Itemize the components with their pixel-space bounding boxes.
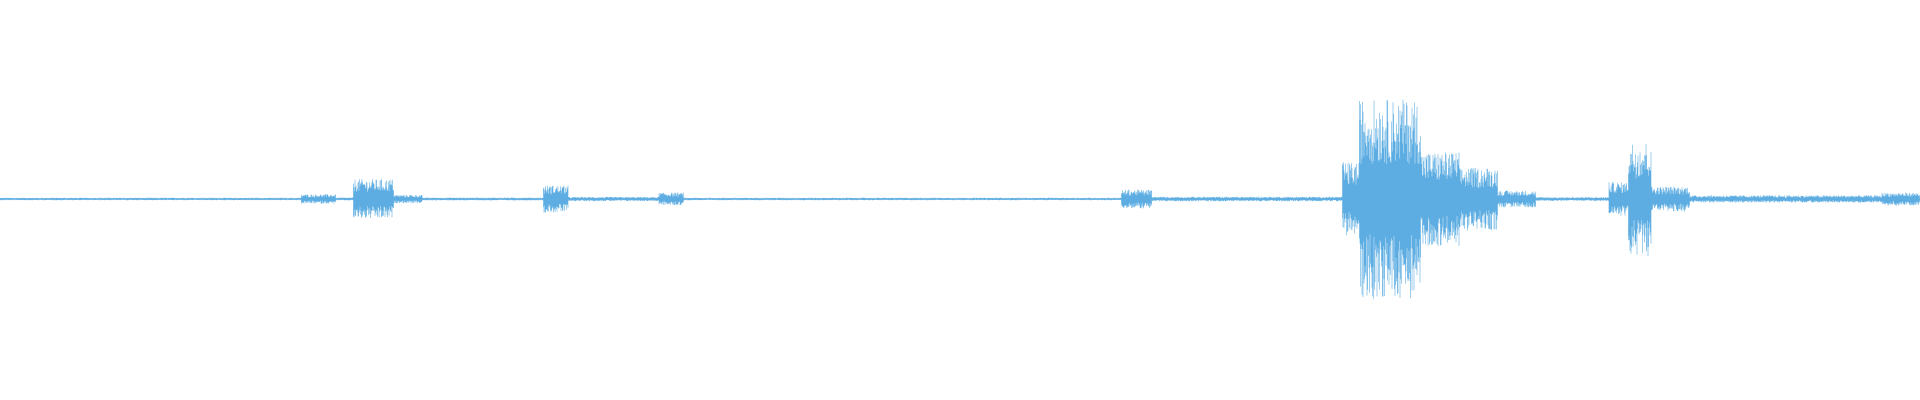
waveform-path: [0, 99, 1920, 299]
waveform-samples: [0, 99, 1920, 299]
